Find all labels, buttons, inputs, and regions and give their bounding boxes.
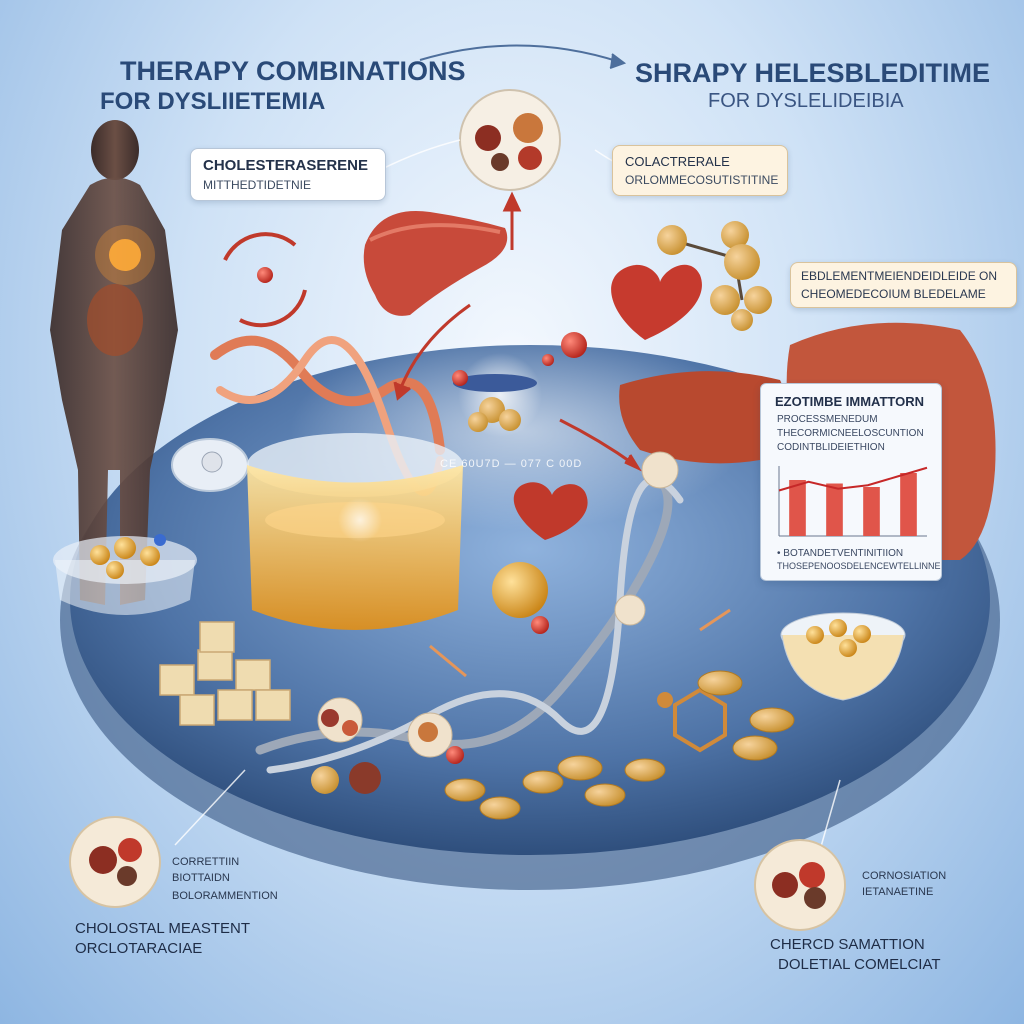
callout-left: CHOLESTERASERENE MITTHEDTIDETNIE <box>190 148 386 201</box>
bottom-right-caption-1: CHERCD SAMATTION <box>770 936 925 953</box>
liver-organ <box>363 210 508 316</box>
title-right: SHRAPY HELESBLEDITIME <box>635 58 991 88</box>
center-label: CE 60U7D — 077 C 00D <box>440 458 583 470</box>
dna-capsules <box>311 451 679 794</box>
supplement-jar <box>247 433 463 630</box>
chart-panel: EZOTIMBE IMMATTORN PROCESSMENEDUM THECOR… <box>760 383 942 581</box>
chart-line-3: CODINTBLIDEIETHION <box>777 442 885 453</box>
bottom-right-caption-2: DOLETIAL COMELCIAT <box>778 956 941 973</box>
sample-circle-left <box>69 816 161 908</box>
sample-circle-right <box>754 839 846 931</box>
supplement-bowl-left <box>53 534 197 615</box>
chart-line-2: THECORMICNEELOSCUNTION <box>777 428 924 439</box>
cycle-arrows <box>223 232 307 328</box>
bottom-left-caption-1: CHOLOSTAL MEASTENT <box>75 920 251 937</box>
callout-far-right-line1: EBDLEMENTMEIENDEIDLEIDE ON <box>801 269 998 283</box>
callout-left-title: CHOLESTERASERENE <box>203 157 369 174</box>
callout-far-right: EBDLEMENTMEIENDEIDLEIDE ON CHEOMEDECOIUM… <box>790 262 1017 308</box>
center-curved-arrows <box>393 303 642 472</box>
heart-organ-center <box>513 482 588 540</box>
chart-bar <box>863 487 880 536</box>
orange-double-arrows <box>429 608 731 678</box>
bottom-left-item-3: BOLORAMMENTION <box>172 890 278 902</box>
subtitle-left: FOR DYSLIIETEMIA <box>100 88 326 115</box>
tablets <box>444 670 795 820</box>
callout-right: COLACTRERALE ORLOMMECOSUTISTITINE <box>612 145 788 196</box>
callout-far-right-line2: CHEOMEDECOIUM BLEDELAME <box>801 287 986 301</box>
cell-sample-icon <box>459 89 561 191</box>
lipoprotein-cluster <box>492 562 549 634</box>
petri-dish-small <box>171 438 249 492</box>
chart-trend-line <box>778 466 928 492</box>
subtitle-right: FOR DYSLELIDEIBIA <box>708 90 904 112</box>
heart-organ-upper <box>611 264 702 340</box>
red-arrow-up <box>502 191 522 250</box>
bottom-right-item-2: IETANAETINE <box>862 886 934 898</box>
center-molecule <box>452 332 587 437</box>
callout-left-subtitle: MITTHEDTIDETNIE <box>203 178 311 192</box>
dna-helix-lower <box>255 475 684 774</box>
title-left: THERAPY COMBINATIONS <box>120 56 466 86</box>
tofu-cubes <box>159 621 291 726</box>
mini-chart <box>778 466 928 537</box>
chart-bar <box>900 473 917 536</box>
chart-line-1: PROCESSMENEDUM <box>777 414 878 425</box>
chart-footer-2: THOSEPENOOSDELENCEWTELLINNE <box>777 561 941 571</box>
top-flow-arrow <box>419 44 627 69</box>
ring-molecule <box>657 687 727 753</box>
molecule-structure <box>657 221 772 331</box>
bottom-left-caption-2: ORCLOTARACIAE <box>75 940 203 957</box>
bottom-right-item-1: CORNOSIATION <box>862 870 947 882</box>
supplement-bowl-right <box>780 612 906 701</box>
callout-right-title: COLACTRERALE <box>625 154 730 169</box>
human-figure <box>50 120 178 605</box>
chart-bar <box>789 480 806 536</box>
chart-title: EZOTIMBE IMMATTORN <box>775 394 925 409</box>
bottom-left-item-2: BIOTTAIDN <box>172 872 230 884</box>
chart-footer-1: • BOTANDETVENTINITIION <box>777 548 904 559</box>
callout-right-subtitle: ORLOMMECOSUTISTITINE <box>625 173 779 187</box>
bottom-left-item-1: CORRETTIIN <box>172 856 240 868</box>
chart-bar <box>826 483 843 536</box>
